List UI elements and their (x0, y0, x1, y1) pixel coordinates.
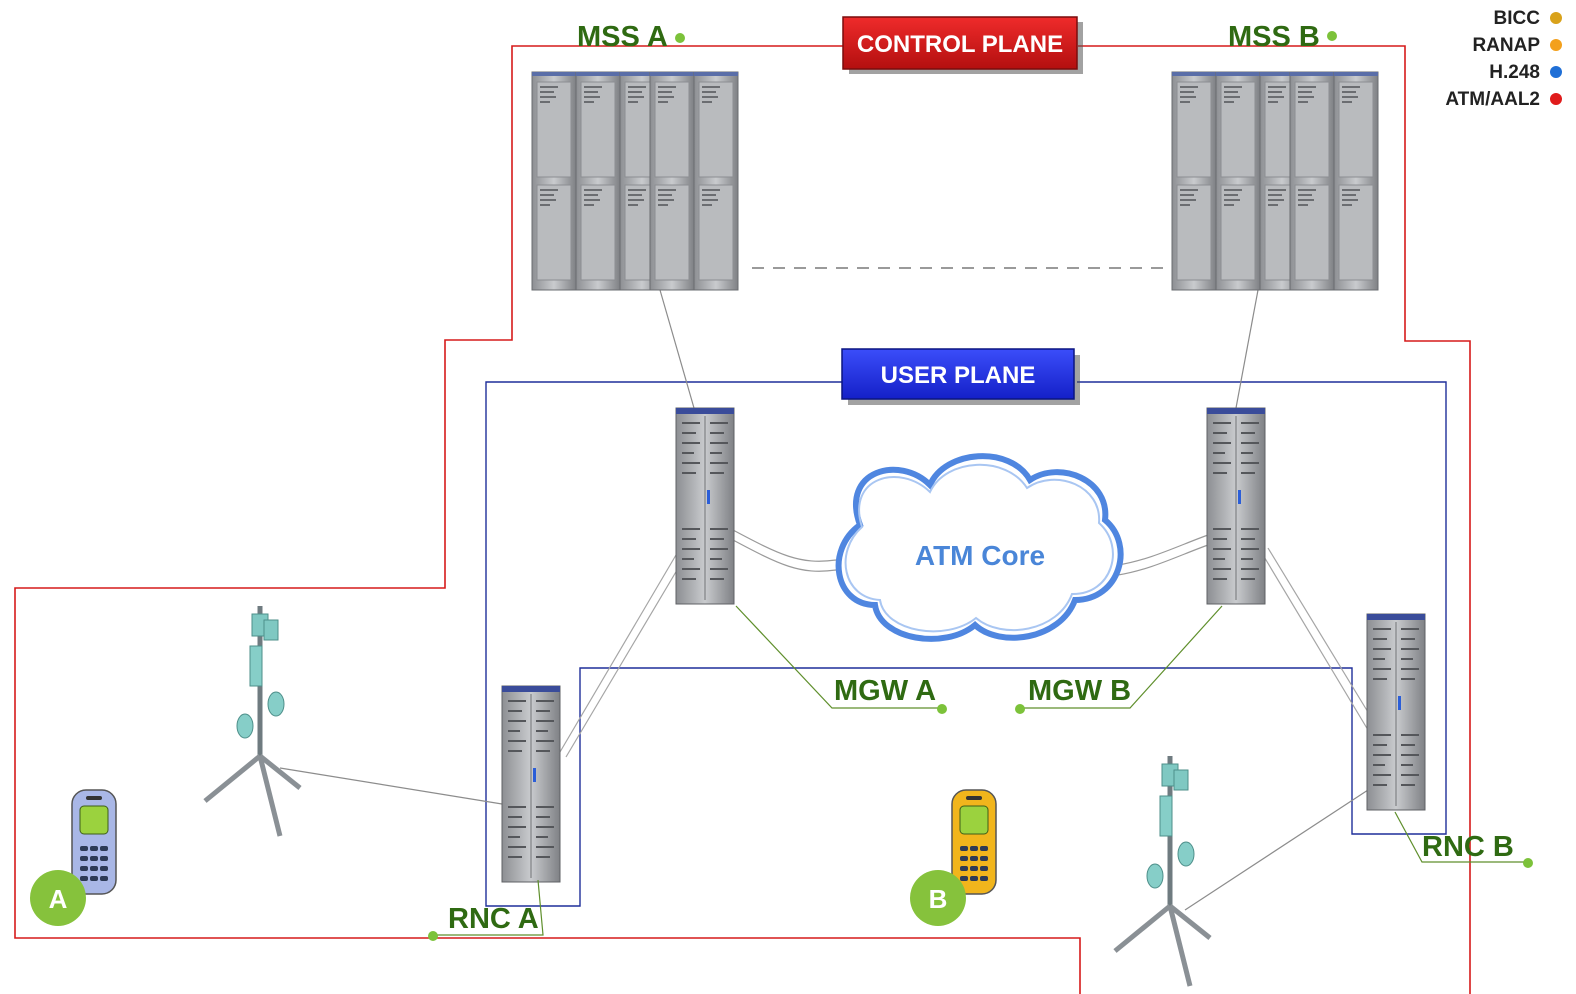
legend-item-label: BICC (1494, 8, 1541, 29)
base-station-tower-a (205, 606, 300, 836)
mss-b-mgw-b-link (1235, 289, 1259, 409)
mss-a-mgw-a-link (659, 289, 695, 409)
mgw-b-rnc-b-link (1262, 554, 1369, 731)
mss-a-label-group: MSS A (577, 21, 685, 53)
mgw-b-label-group: MGW B (1015, 605, 1223, 714)
mss-b-server (1171, 71, 1379, 291)
terminal-a-badge: A (30, 870, 86, 926)
mgw-b-label: MGW B (1028, 675, 1131, 707)
legend-item-label: H.248 (1489, 62, 1540, 83)
legend-item-label: ATM/AAL2 (1445, 89, 1540, 110)
terminal-b-badge: B (910, 870, 966, 926)
legend-dot-icon (1550, 66, 1562, 78)
svg-text:CONTROL PLANE: CONTROL PLANE (857, 31, 1063, 58)
rnc-b-label-group: RNC B (1394, 811, 1533, 868)
mgw-a-core-link-2 (732, 539, 837, 572)
mss-a-label: MSS A (577, 21, 668, 53)
mgw-b-rack (1206, 407, 1266, 605)
control-plane-boundary-right (1078, 45, 1471, 994)
rnc-b-label: RNC B (1422, 831, 1514, 863)
mss-b-label-group: MSS B (1228, 21, 1337, 53)
user-plane-boundary (485, 381, 1447, 907)
control-plane-banner: CONTROL PLANE (842, 16, 1083, 74)
tower-a-rnc-a-link (279, 767, 503, 805)
mgw-a-rnc-a-link (559, 554, 677, 753)
user-plane-banner: USER PLANE (841, 348, 1080, 405)
legend-item-label: RANAP (1472, 35, 1540, 56)
mgw-a-label: MGW A (834, 675, 936, 707)
legend-dot-icon (1550, 93, 1562, 105)
mgw-b-rnc-b-link-2 (1267, 547, 1375, 723)
tower-b-rnc-b-link (1184, 789, 1369, 911)
svg-text:USER PLANE: USER PLANE (881, 362, 1036, 389)
mgw-a-label-group: MGW A (735, 605, 947, 714)
rnc-b-rack (1366, 613, 1426, 811)
legend-dot-icon (1550, 39, 1562, 51)
mss-a-server (531, 71, 739, 291)
mgw-a-core-link (732, 529, 837, 562)
rnc-a-rack (501, 685, 561, 883)
atm-core-label: ATM Core (915, 540, 1045, 571)
svg-text:B: B (929, 884, 948, 914)
mgw-a-rack (675, 407, 735, 605)
mss-b-label: MSS B (1228, 21, 1320, 53)
mobile-phone-a (71, 789, 117, 895)
base-station-tower-b (1115, 756, 1210, 986)
mgw-b-core-link-2 (1117, 544, 1209, 576)
svg-text:A: A (49, 884, 68, 914)
legend-dot-icon (1550, 12, 1562, 24)
rnc-a-label: RNC A (448, 903, 539, 935)
mgw-a-rnc-a-link-2 (565, 559, 684, 758)
mgw-b-core-link (1117, 534, 1209, 566)
atm-core-cloud: ATM Core (835, 453, 1124, 642)
control-plane-boundary (14, 45, 1081, 994)
rnc-a-label-group: RNC A (428, 879, 544, 941)
mobile-phone-b (951, 789, 997, 895)
